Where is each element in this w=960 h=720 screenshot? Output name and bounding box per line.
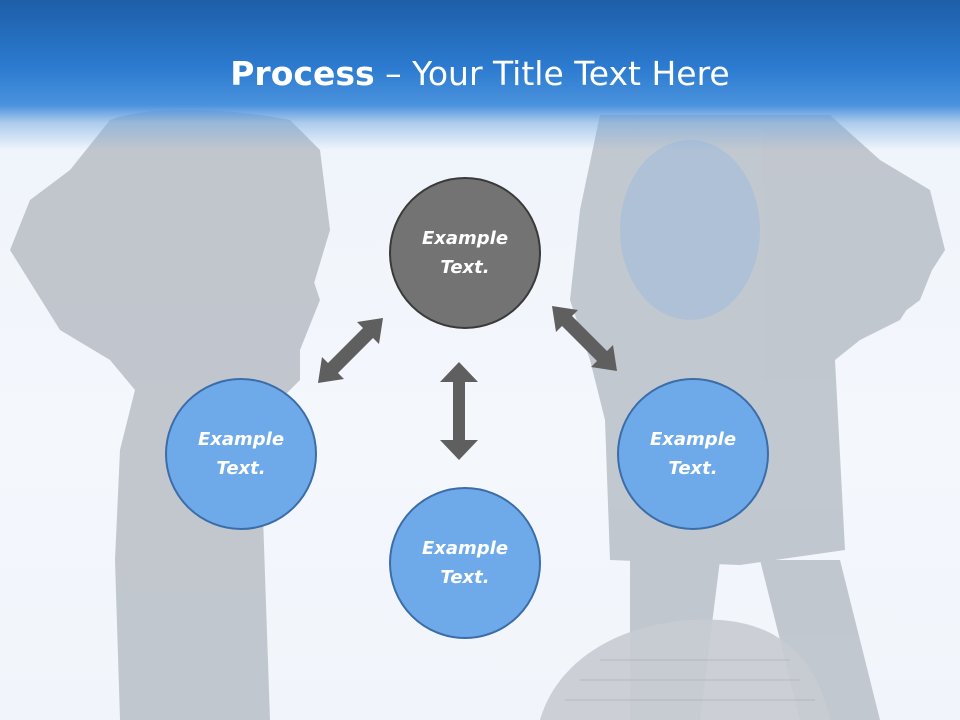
- arrow-top-left: [318, 318, 383, 383]
- header-band: [0, 0, 960, 150]
- arrow-vertical: [440, 362, 478, 460]
- title-bold: Process: [230, 54, 375, 93]
- title-rest: – Your Title Text Here: [374, 54, 730, 93]
- page-title: Process – Your Title Text Here: [0, 52, 960, 96]
- arrow-top-right: [552, 306, 617, 371]
